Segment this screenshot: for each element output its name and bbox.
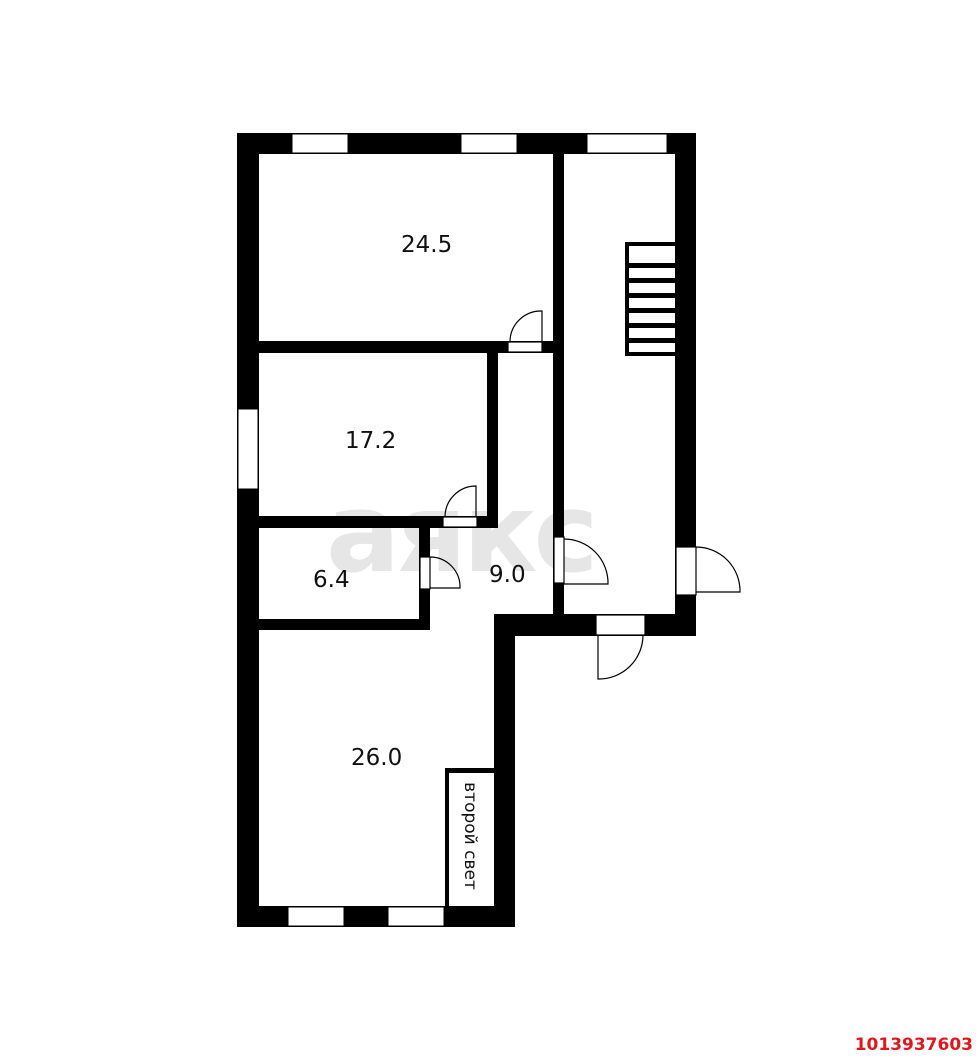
stairs-icon <box>625 242 675 356</box>
room-area-label: 9.0 <box>489 562 526 588</box>
double-height-void-label: второй свет <box>460 782 480 890</box>
listing-id: 1013937603 <box>854 1035 973 1055</box>
room-area-label: 6.4 <box>313 567 350 593</box>
room-area-label: 17.2 <box>345 428 397 454</box>
room-area-label: 24.5 <box>401 232 453 258</box>
doors <box>419 310 741 680</box>
room-area-label: 26.0 <box>351 745 403 771</box>
walls <box>237 133 696 927</box>
windows <box>237 133 668 927</box>
